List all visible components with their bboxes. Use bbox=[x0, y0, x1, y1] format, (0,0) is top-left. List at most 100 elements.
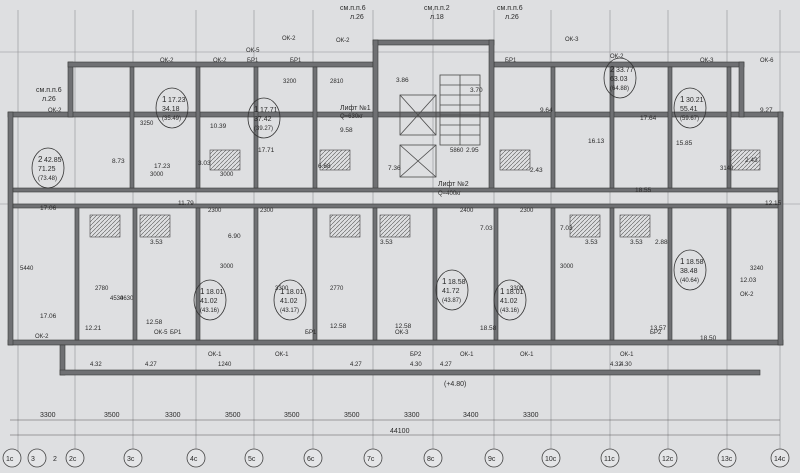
inner-dimension: 4.27 bbox=[440, 362, 452, 368]
room-area: 6.90 bbox=[228, 233, 241, 240]
window-label: ОК-1 bbox=[208, 352, 222, 358]
apartment-marker bbox=[603, 57, 637, 99]
axis-label: 3c bbox=[127, 456, 135, 463]
inner-dimension: 3200 bbox=[283, 79, 297, 85]
axis-marker: 5c bbox=[244, 448, 264, 468]
total-length: 44100 bbox=[390, 428, 410, 435]
shaft-label-left: см.п.п.6 bbox=[36, 87, 62, 94]
inner-dimension: 3000 bbox=[560, 264, 574, 270]
apartment-total: (35.49) bbox=[162, 116, 181, 122]
room-area-labels: 17.0617.068.7317.2310.393.0317.716.6811.… bbox=[20, 77, 782, 368]
window-label: ОК-6 bbox=[760, 58, 774, 64]
axis-label: 10c bbox=[545, 456, 557, 463]
axis-marker: 6c bbox=[303, 448, 323, 468]
partition-walls bbox=[74, 66, 732, 341]
axis-label: 4c bbox=[190, 456, 198, 463]
room-area: 18.55 bbox=[635, 187, 652, 194]
axis-label: 5c bbox=[248, 456, 256, 463]
axis-marker: 3 bbox=[27, 448, 47, 468]
dimension-label: 3300 bbox=[404, 412, 420, 419]
shaft-sublabel-left: л.26 bbox=[42, 96, 56, 103]
window-label: БР1 bbox=[170, 330, 182, 336]
apartment-living: 37.42 bbox=[254, 116, 272, 123]
window-label: ОК-2 bbox=[740, 292, 754, 298]
axis-label: 7c bbox=[367, 456, 375, 463]
lift1-label: Лифт №1 bbox=[340, 105, 371, 112]
axis-circle bbox=[717, 448, 737, 468]
apartment-total: (64.88) bbox=[610, 86, 629, 92]
axis-label: 8c bbox=[427, 456, 435, 463]
axis-marker: 11c bbox=[600, 448, 620, 468]
window-label: ОК-1 bbox=[520, 352, 534, 358]
level-mark: (+4.80) bbox=[444, 381, 466, 388]
room-area: 2.43 bbox=[745, 157, 758, 164]
window-label: ОК-2 bbox=[336, 38, 350, 44]
shaft-sublabel-c: л.26 bbox=[505, 14, 519, 21]
inner-dimension: 4.27 bbox=[145, 362, 157, 368]
shaft-label-a: см.п.п.6 bbox=[340, 5, 366, 12]
apartment-area: 18.58 bbox=[686, 259, 704, 266]
inner-dimension: 2300 bbox=[520, 208, 534, 214]
axis-marker: 3c bbox=[123, 448, 143, 468]
shaft-sublabel-a: л.26 bbox=[350, 14, 364, 21]
apartment-marker bbox=[193, 279, 227, 321]
lift2-label: Лифт №2 bbox=[438, 181, 469, 188]
dimension-label: 3500 bbox=[284, 412, 300, 419]
window-label: ОК-2 bbox=[610, 54, 624, 60]
axis-circle bbox=[600, 448, 620, 468]
dimension-label: 3300 bbox=[165, 412, 181, 419]
inner-dimension: 3300 bbox=[510, 286, 524, 292]
axis-label: 14c bbox=[774, 456, 786, 463]
apartment-rooms: 1 bbox=[200, 287, 205, 296]
axis-circle bbox=[770, 448, 790, 468]
window-label: ОК-3 bbox=[700, 58, 714, 64]
axis-circle bbox=[244, 448, 264, 468]
room-area: 12.03 bbox=[740, 277, 757, 284]
inner-dimension: 3240 bbox=[750, 266, 764, 272]
apartment-living: 41.02 bbox=[200, 298, 218, 305]
apartment-living: 41.02 bbox=[500, 298, 518, 305]
window-label: БР1 bbox=[290, 58, 302, 64]
apartment-marker bbox=[493, 279, 527, 321]
room-area: 13.57 bbox=[650, 325, 667, 332]
apartment-total: (43.16) bbox=[200, 308, 219, 314]
room-area: 3.03 bbox=[198, 160, 211, 167]
window-label: ОК-3 bbox=[395, 330, 409, 336]
window-label: ОК-2 bbox=[48, 108, 62, 114]
axis-marker: 8c bbox=[423, 448, 443, 468]
apartment-marker bbox=[673, 249, 707, 291]
window-label: БР1 bbox=[305, 330, 317, 336]
dimension-label: 3300 bbox=[40, 412, 56, 419]
apartment-area: 17.23 bbox=[168, 97, 186, 104]
inner-dimension: 4.30 bbox=[410, 362, 422, 368]
inner-dimension: 3000 bbox=[150, 172, 164, 178]
apartment-rooms: 1 bbox=[254, 105, 259, 114]
axis-marker: 4c bbox=[186, 448, 206, 468]
room-area: 9.27 bbox=[760, 107, 773, 114]
axis-circle bbox=[423, 448, 443, 468]
window-label: БР2 bbox=[410, 352, 422, 358]
axis-label: 13c bbox=[721, 456, 733, 463]
apartment-living: 38.48 bbox=[680, 268, 698, 275]
axis-marker: 7c bbox=[363, 448, 383, 468]
inner-dimension: 2780 bbox=[95, 286, 109, 292]
room-area: 17.23 bbox=[154, 163, 171, 170]
window-label: БР1 bbox=[505, 58, 517, 64]
room-area: 9.64 bbox=[540, 107, 553, 114]
inner-dimension: 2400 bbox=[460, 208, 474, 214]
inner-dimension: 4.30 bbox=[620, 362, 632, 368]
room-area: 16.13 bbox=[588, 138, 605, 145]
corridor-walls bbox=[12, 187, 779, 209]
axis-label: 2c bbox=[69, 456, 77, 463]
apartment-marker bbox=[247, 97, 281, 139]
room-area: 7.03 bbox=[480, 225, 493, 232]
axis-circle bbox=[303, 448, 323, 468]
room-area: 7.03 bbox=[560, 225, 573, 232]
window-label: ОК-1 bbox=[620, 352, 634, 358]
